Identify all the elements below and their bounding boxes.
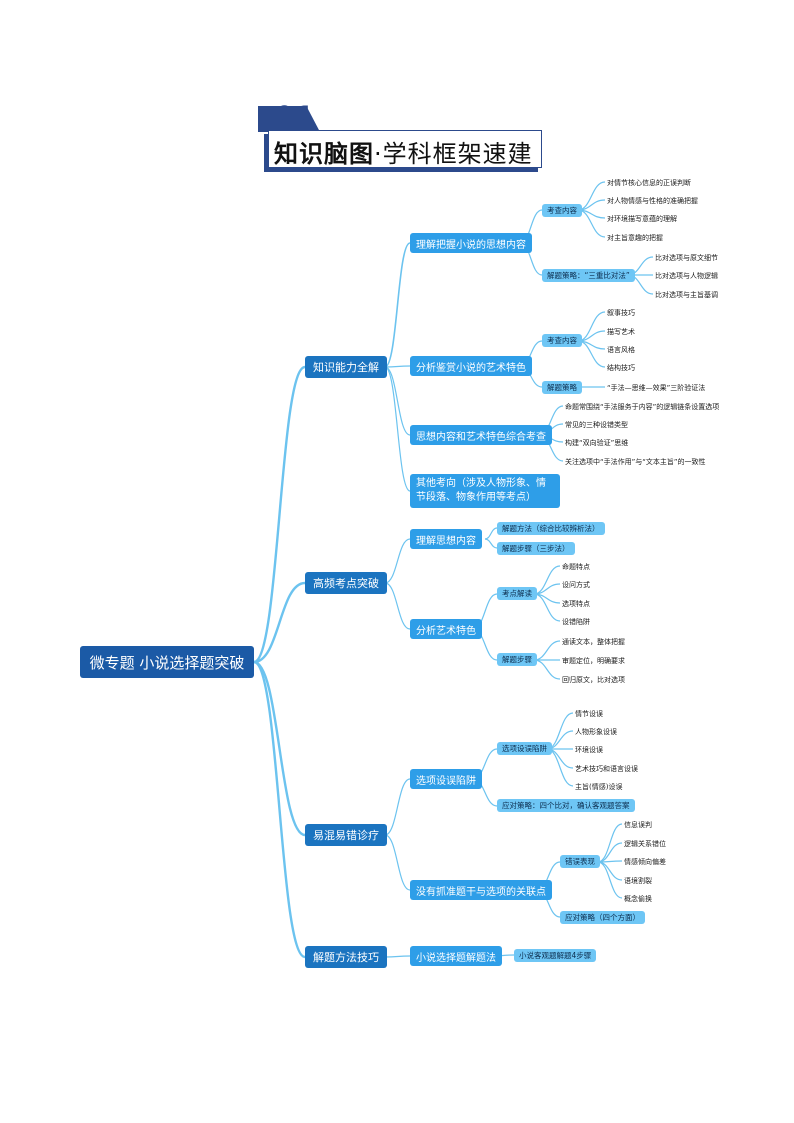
connector-line xyxy=(384,778,411,836)
leaf-item: 通读文本，整体把握 xyxy=(562,638,625,646)
leaf-item: 概念偷换 xyxy=(624,895,652,903)
leaf-item: 结构技巧 xyxy=(607,364,635,372)
leaf-item: 选项特点 xyxy=(562,600,590,608)
leaf-item: 语言风格 xyxy=(607,346,635,354)
leaf-item: 比对选项与主旨基调 xyxy=(655,291,718,299)
leaf-item: 描写艺术 xyxy=(607,328,635,336)
topic-option-traps: 选项设误陷阱 xyxy=(410,769,482,789)
leaf-item: 情感倾向偏差 xyxy=(624,858,666,866)
connector-line xyxy=(253,581,306,664)
leaf-item: 命题常围绕“手法服务于内容”的逻辑链条设置选项 xyxy=(565,403,720,411)
leaf-item: 主旨(情感)设误 xyxy=(575,783,623,791)
topic-thought-content: 理解把握小说的思想内容 xyxy=(410,233,532,253)
connector-line xyxy=(384,955,411,958)
connector-line xyxy=(384,582,411,630)
branch-knowledge-ability: 知识能力全解 xyxy=(305,356,387,378)
connector-line xyxy=(384,834,411,891)
leaf-item: 对情节核心信息的正误判断 xyxy=(607,179,691,187)
topic-analyze-art: 分析艺术特色 xyxy=(410,619,482,639)
topic-other-directions: 其他考向（涉及人物形象、情节段落、物象作用等考点） xyxy=(410,474,560,508)
sub-strategy-1: 解题策略：“三重比对法” xyxy=(542,269,635,282)
leaf-item: 对环境描写意蕴的理解 xyxy=(607,215,677,223)
topic-solving-method: 小说选择题解题法 xyxy=(410,946,502,966)
sub-strategy-2: 解题策略 xyxy=(542,381,582,394)
leaf-item: 情节设误 xyxy=(575,710,603,718)
leaf-item: 人物形象设误 xyxy=(575,728,617,736)
leaf-item: 逻辑关系错位 xyxy=(624,840,666,848)
leaf-item: 对人物情感与性格的准确把握 xyxy=(607,197,698,205)
connector-line xyxy=(384,366,411,492)
sub-method-compare: 解题方法（综合比较辨析法） xyxy=(497,522,605,535)
leaf-item: 关注选项中“手法作用”与“文本主旨”的一致性 xyxy=(565,458,706,466)
topic-art-features: 分析鉴赏小说的艺术特色 xyxy=(410,356,532,376)
connector-line xyxy=(384,538,411,584)
connector-line xyxy=(597,861,623,881)
topic-no-link: 没有抓准题干与选项的关联点 xyxy=(410,880,552,900)
leaf-item: 设问方式 xyxy=(562,581,590,589)
sub-four-steps: 小说客观题解题4步骤 xyxy=(514,949,597,962)
leaf-item: 构建“双向验证”思维 xyxy=(565,439,629,447)
connector-line xyxy=(577,181,606,211)
connector-line xyxy=(253,660,306,959)
connector-line xyxy=(253,660,306,837)
header-title-bold: 知识脑图 xyxy=(274,140,374,168)
leaf-item: 环境设误 xyxy=(575,746,603,754)
mindmap-root: 微专题 小说选择题突破 xyxy=(80,646,254,678)
header-title-box xyxy=(268,130,542,168)
topic-combined: 思想内容和艺术特色综合考查 xyxy=(410,425,552,445)
leaf-item: 信息误判 xyxy=(624,821,652,829)
leaf-item: 命题特点 xyxy=(562,563,590,571)
leaf-item: 叙事技巧 xyxy=(607,309,635,317)
branch-high-frequency: 高频考点突破 xyxy=(305,572,387,594)
leaf-item: 回归原文，比对选项 xyxy=(562,676,625,684)
topic-understand-thought: 理解思想内容 xyxy=(410,529,482,549)
leaf-item: 比对选项与原文细节 xyxy=(655,254,718,262)
connector-line xyxy=(484,538,498,549)
branch-common-errors: 易混易错诊疗 xyxy=(305,824,387,846)
connector-line xyxy=(533,640,561,661)
sub-exam-content-1: 考查内容 xyxy=(542,204,582,217)
header-title: 知识脑图·学科框架速建 xyxy=(274,134,533,169)
leaf-item: 语境割裂 xyxy=(624,877,652,885)
connector-line xyxy=(384,366,411,436)
connector-line xyxy=(597,823,623,863)
leaf-item: 艺术技巧和语言设误 xyxy=(575,765,638,773)
sub-four-aspects: 应对策略（四个方面） xyxy=(560,911,645,924)
branch-methods: 解题方法技巧 xyxy=(305,946,387,968)
sub-error-signs: 错误表现 xyxy=(560,855,600,868)
sub-three-steps: 解题步骤（三步法） xyxy=(497,542,575,555)
leaf-item: 比对选项与人物逻辑 xyxy=(655,272,718,280)
connector-line xyxy=(384,242,411,368)
sub-point-reading: 考点解读 xyxy=(497,587,537,600)
sub-trap-types: 选项设误陷阱 xyxy=(497,742,552,755)
connector-line xyxy=(597,842,623,863)
connector-line xyxy=(384,365,411,368)
connector-line xyxy=(597,861,623,899)
connector-line xyxy=(253,365,306,664)
leaf-item: 常见的三种设错类型 xyxy=(565,421,628,429)
header-number: 01 xyxy=(276,101,318,129)
leaf-item: 对主旨意趣的把握 xyxy=(607,234,663,242)
leaf-item: 审题定位，明确要求 xyxy=(562,657,625,665)
connector-line xyxy=(533,659,561,680)
sub-four-compare: 应对策略：四个比对，确认客观题答案 xyxy=(497,799,635,812)
connector-line xyxy=(533,565,561,595)
connector-line xyxy=(484,527,498,540)
leaf-item: “手法—思维—效果”三阶验证法 xyxy=(607,384,706,392)
header-title-rest: ·学科框架速建 xyxy=(374,140,533,168)
sub-solve-steps: 解题步骤 xyxy=(497,653,537,666)
sub-exam-content-2: 考查内容 xyxy=(542,334,582,347)
leaf-item: 设错陷阱 xyxy=(562,618,590,626)
